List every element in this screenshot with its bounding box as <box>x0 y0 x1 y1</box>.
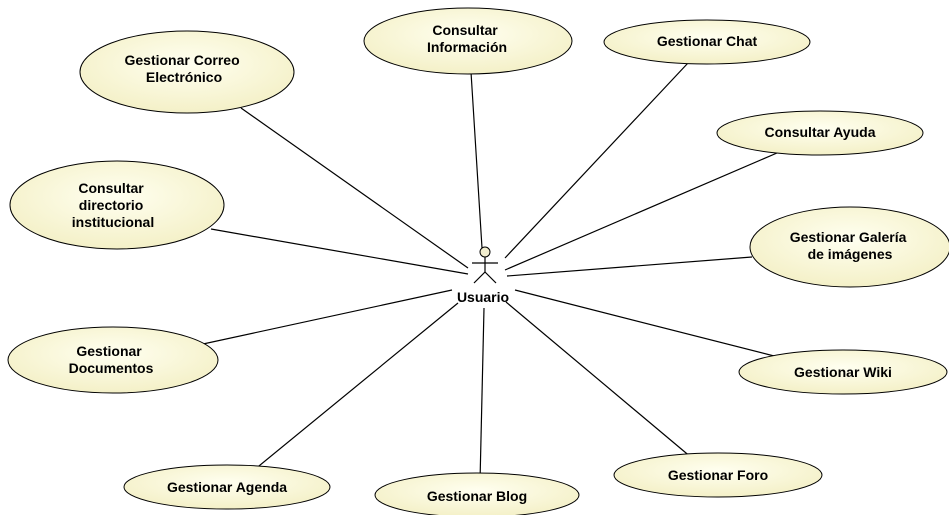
use-case-ellipse <box>749 206 949 288</box>
use-case-label-line: Gestionar Blog <box>427 488 527 504</box>
use-case-label-line: Electrónico <box>146 69 222 85</box>
use-case-label-line: Consultar <box>432 22 498 38</box>
use-case-ellipse <box>716 110 924 156</box>
use-case-blog[interactable]: Gestionar Blog <box>374 472 580 515</box>
use-case-label-line: Información <box>427 39 507 55</box>
use-case-ellipse <box>613 452 823 498</box>
use-case-label-line: Gestionar <box>76 343 142 359</box>
use-case-label: Gestionar Documentos <box>69 343 154 376</box>
use-case-label-line: Gestionar Agenda <box>167 479 287 495</box>
use-case-ellipse <box>603 19 811 65</box>
use-case-label: Gestionar Foro <box>668 467 768 483</box>
actor-head-icon <box>479 246 491 258</box>
actor-usuario[interactable]: Usuario <box>457 246 509 305</box>
assoc-consultar-info <box>470 71 483 249</box>
use-case-ayuda[interactable]: Consultar Ayuda <box>716 110 924 156</box>
use-case-label-line: Consultar <box>78 180 144 196</box>
use-case-label: Consultar Información <box>427 22 507 55</box>
use-case-correo[interactable]: Gestionar Correo Electrónico <box>79 30 295 114</box>
use-case-ellipse <box>7 326 219 394</box>
use-case-foro[interactable]: Gestionar Foro <box>613 452 823 498</box>
use-case-galeria[interactable]: Gestionar Galería de imágenes <box>749 206 949 288</box>
assoc-galeria <box>506 256 753 277</box>
use-case-directorio[interactable]: Consultar directorio institucional <box>9 160 225 250</box>
assoc-directorio <box>210 228 469 275</box>
use-case-chat[interactable]: Gestionar Chat <box>603 19 811 65</box>
use-case-label: Gestionar Chat <box>657 33 758 49</box>
use-case-ellipse <box>123 464 331 510</box>
use-case-label-line: Consultar Ayuda <box>765 124 876 140</box>
assoc-ayuda <box>504 152 778 271</box>
use-case-label-line: de imágenes <box>808 246 893 262</box>
use-case-label-line: institucional <box>72 214 154 230</box>
actor-label: Usuario <box>457 289 509 305</box>
use-case-documentos[interactable]: Gestionar Documentos <box>7 326 219 394</box>
use-case-label-line: Gestionar Foro <box>668 467 768 483</box>
use-case-label-line: directorio <box>79 197 144 213</box>
use-case-label: Gestionar Correo Electrónico <box>124 52 243 85</box>
use-case-label-line: Gestionar Correo <box>124 52 239 68</box>
use-case-label-line: Documentos <box>69 360 154 376</box>
use-case-consultar-info[interactable]: Consultar Información <box>363 7 573 75</box>
use-case-label: Consultar directorio institucional <box>72 180 154 230</box>
assoc-documentos <box>202 289 453 345</box>
actor-left-leg <box>473 271 486 284</box>
use-case-agenda[interactable]: Gestionar Agenda <box>123 464 331 510</box>
assoc-foro <box>505 301 693 459</box>
assoc-correo <box>240 107 469 269</box>
use-case-label: Consultar Ayuda <box>765 124 876 140</box>
use-case-label: Gestionar Galería de imágenes <box>790 229 911 262</box>
use-case-label: Gestionar Blog <box>427 488 527 504</box>
use-case-label-line: Gestionar Wiki <box>794 364 892 380</box>
actor-right-leg <box>484 271 497 284</box>
use-case-ellipse <box>374 472 580 515</box>
use-case-ellipse <box>738 349 948 395</box>
use-case-ellipse <box>9 160 225 250</box>
assoc-agenda <box>253 302 459 471</box>
assoc-blog <box>479 307 485 483</box>
associations <box>202 62 779 483</box>
assoc-chat <box>504 62 689 259</box>
use-case-label: Gestionar Wiki <box>794 364 892 380</box>
use-case-wiki[interactable]: Gestionar Wiki <box>738 349 948 395</box>
use-case-ellipse <box>79 30 295 114</box>
use-case-label: Gestionar Agenda <box>167 479 287 495</box>
assoc-wiki <box>514 289 779 358</box>
use-case-label-line: Gestionar Galería <box>790 229 907 245</box>
use-case-label-line: Gestionar Chat <box>657 33 758 49</box>
use-case-ellipse <box>363 7 573 75</box>
